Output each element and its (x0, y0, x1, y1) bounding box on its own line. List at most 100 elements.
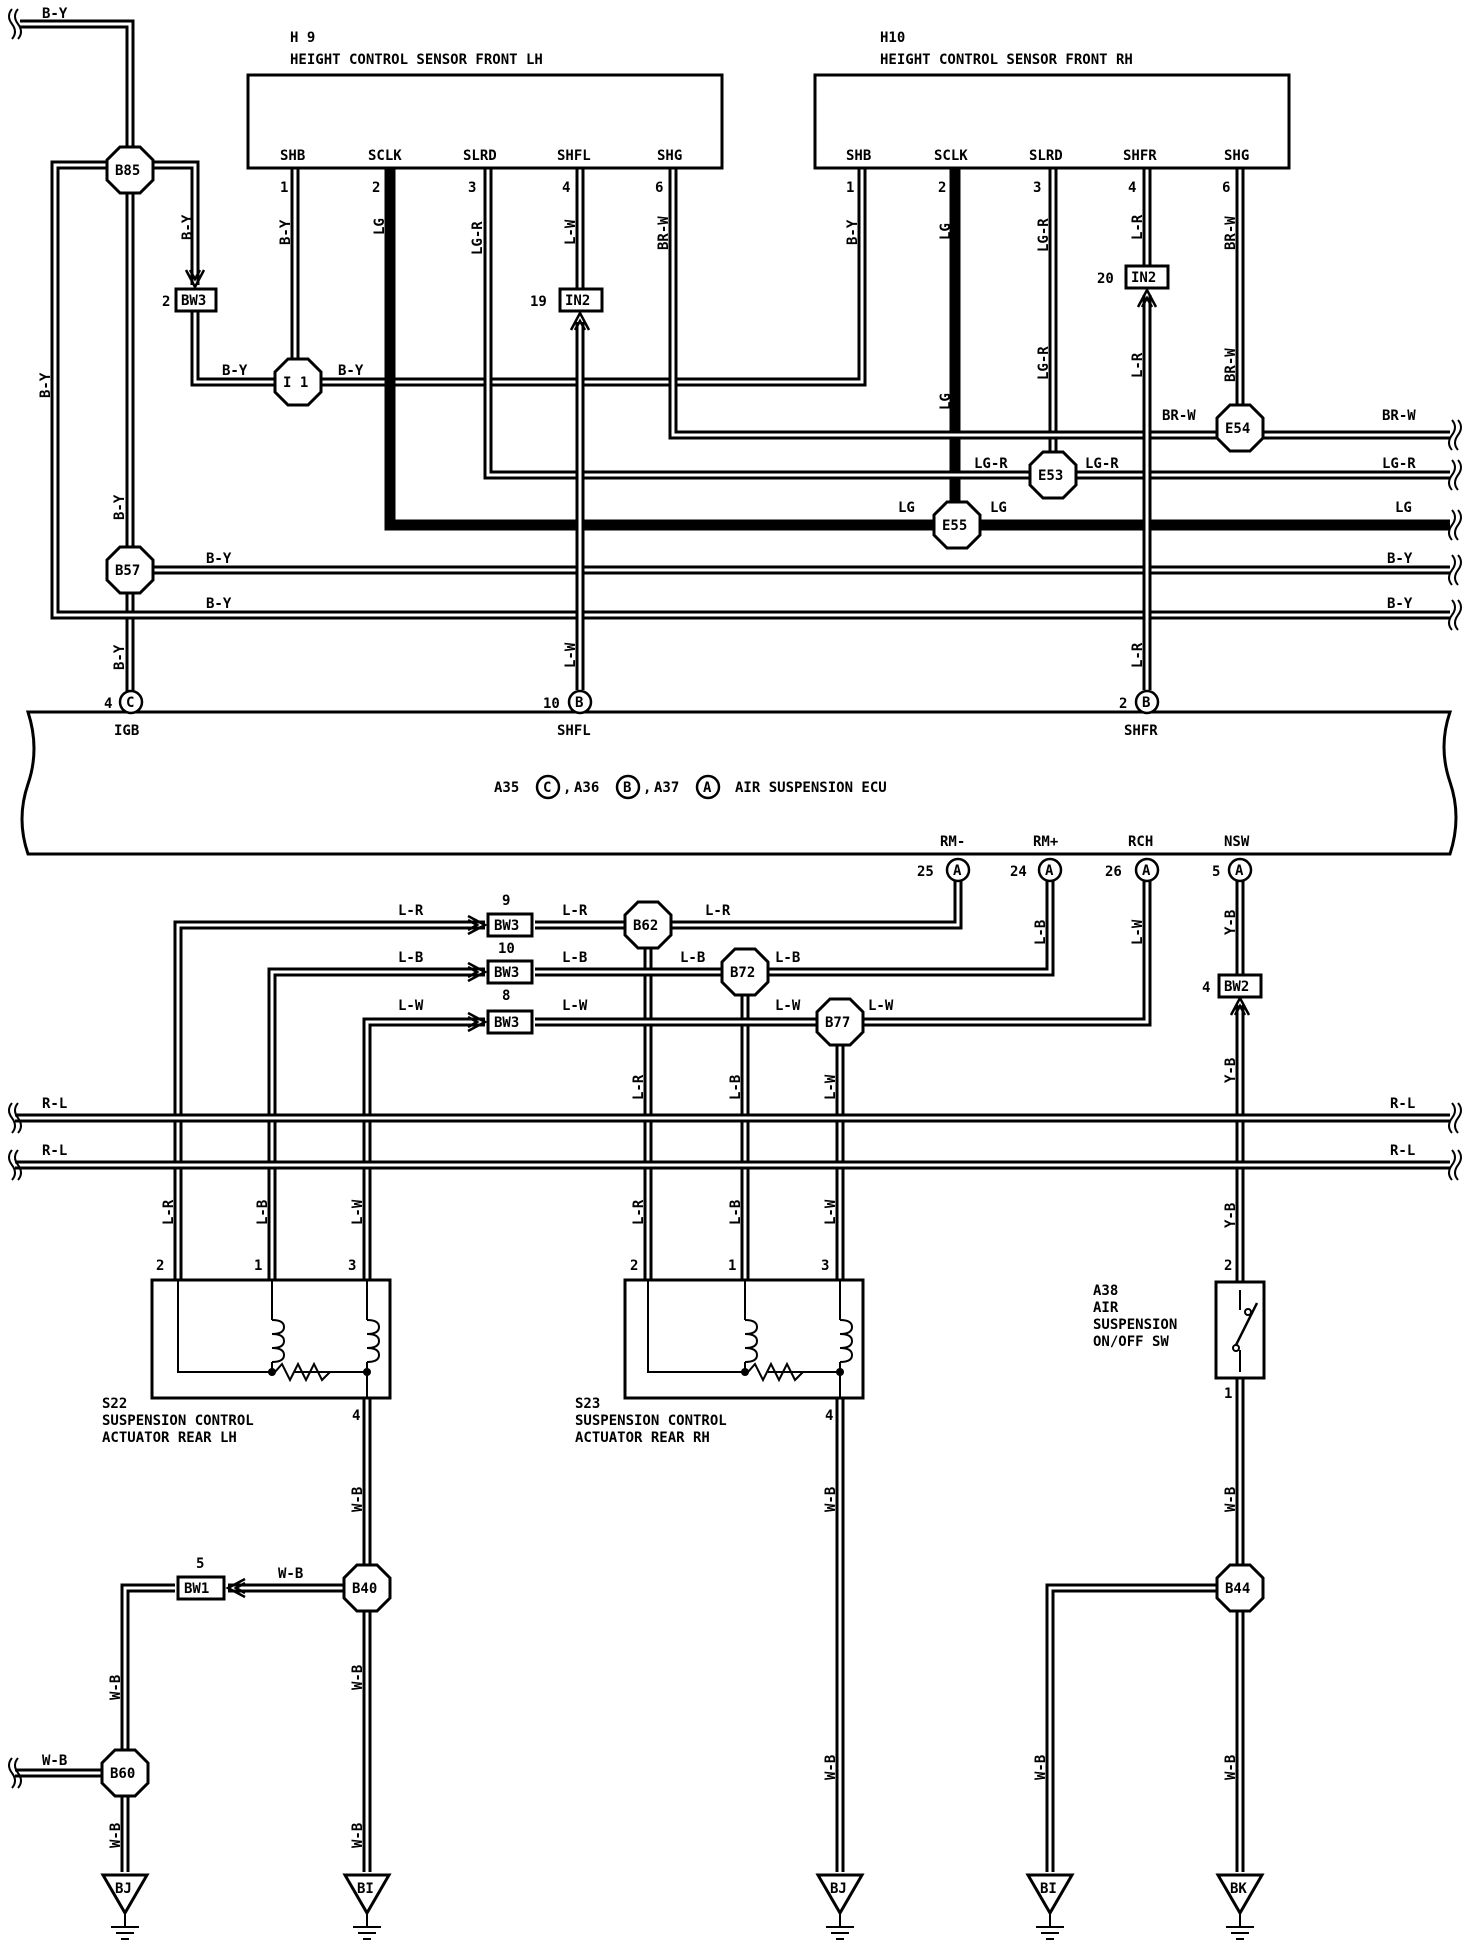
ground-icon (815, 1873, 865, 1916)
ecu-pin-rm-minus-conn: A (953, 863, 962, 879)
wire-label: LG-R (1085, 456, 1119, 472)
svg-text:,: , (563, 780, 571, 796)
wire-label: L-R (161, 1199, 177, 1225)
wire-i1-h10-shb (318, 168, 867, 387)
splice-b60: B60 (100, 1748, 150, 1798)
wire-label: W-B (823, 1755, 839, 1780)
wire-label: B-Y (112, 494, 128, 520)
arrow-up-icon (1136, 287, 1158, 308)
splice-e53-label: E53 (1038, 468, 1063, 484)
wire-label: LG (938, 223, 954, 240)
ground-bj-left: BJ (100, 1873, 150, 1940)
wire-label: Y-B (1223, 910, 1239, 935)
wire-label: B-Y (112, 644, 128, 670)
wire-rch (862, 880, 1152, 1027)
wire-label: BR-W (1382, 408, 1416, 424)
splice-b44: B44 (1215, 1563, 1265, 1613)
wire-label: LG (938, 393, 954, 410)
coil-icon (744, 1319, 759, 1363)
sensor-lh-num-6: 6 (655, 180, 663, 196)
sensor-lh-num-1: 1 (280, 180, 288, 196)
junction-in2-rh-label: IN2 (1131, 270, 1156, 286)
sensor-rh-title: HEIGHT CONTROL SENSOR FRONT RH (880, 52, 1133, 68)
sensor-rh-pin-shfr: SHFR (1123, 148, 1157, 164)
ecu-pin-rm-plus-circle (1037, 857, 1063, 883)
arrow-right-icon (467, 914, 488, 936)
wire-label: L-W (563, 642, 579, 668)
ecu-pin-rch-circle (1134, 857, 1160, 883)
junction-bw3-8-box (486, 1009, 534, 1035)
splice-b77: B77 (815, 997, 865, 1047)
ecu-pin-shfr-circle (1134, 689, 1160, 715)
arrow-right-icon (467, 961, 488, 983)
ecu-pin-rm-plus-name: RM+ (1033, 834, 1058, 850)
junction-bw3-top: 2 BW3 (162, 269, 218, 313)
junction-bw1-label: BW1 (184, 1581, 209, 1597)
ecu-pin-nsw-name: NSW (1224, 834, 1250, 850)
splice-b57-label: B57 (115, 563, 140, 579)
ecu-pin-rm-minus-num: 25 (917, 864, 934, 880)
sensor-rh-pin-shb: SHB (846, 148, 871, 164)
splice-e54-label: E54 (1225, 421, 1250, 437)
sensor-lh-pin-shg: SHG (657, 148, 682, 164)
wire-label: L-R (562, 903, 588, 919)
ecu-pin-shfl-num: 10 (543, 696, 560, 712)
wire-label: B-Y (1387, 596, 1413, 612)
wire-label: W-B (350, 1665, 366, 1690)
wire-label: W-B (108, 1675, 124, 1700)
ecu-pin-shfl-circle (567, 689, 593, 715)
wire-label: B-Y (1387, 551, 1413, 567)
ecu-pin-rm-minus: RM- 25 A (917, 834, 971, 883)
ecu-pin-rm-plus: RM+ 24 A (1010, 834, 1063, 883)
sensor-lh-pin-shb: SHB (280, 148, 305, 164)
wire-label: LG (372, 218, 388, 235)
arrow-down-icon (184, 269, 206, 290)
wire-label: L-W (398, 998, 424, 1014)
junction-bw3-8-label: BW3 (494, 1015, 519, 1031)
wire-label: L-W (562, 998, 588, 1014)
actuator-rh-pin-4: 4 (825, 1408, 833, 1424)
wire-rm-plus (768, 880, 1055, 977)
wire-label: L-R (631, 1199, 647, 1225)
ground-bi-left-label: BI (357, 1881, 374, 1897)
splice-i1: I 1 (273, 357, 323, 407)
splice-points: B85 I 1 B57 E54 E53 E55 B62 B72 (100, 145, 1265, 1798)
wire-label: B-Y (222, 363, 248, 379)
ecu-pin-shfl-conn: B (575, 695, 583, 711)
ground-bi-left: BI (342, 1873, 392, 1940)
wire-label: L-B (728, 1075, 744, 1100)
wire-label: Y-B (1223, 1058, 1239, 1083)
wire-label: L-B (398, 950, 423, 966)
ecu-pin-shfr-num: 2 (1119, 696, 1127, 712)
wire-label: W-B (350, 1487, 366, 1512)
junction-bw3-10-label: BW3 (494, 965, 519, 981)
wire-label: LG-R (974, 456, 1008, 472)
splice-i1-label: I 1 (283, 375, 308, 391)
wire-label: L-R (1130, 214, 1146, 240)
junction-bw3-9-box (486, 912, 534, 938)
coil-icon (271, 1319, 286, 1363)
actuator-rh-line2: ACTUATOR REAR RH (575, 1430, 710, 1446)
sensor-lh-num-2: 2 (372, 180, 380, 196)
junction-bw2: 4 BW2 (1202, 973, 1263, 1016)
junction-in2-lh-pin: 19 (530, 294, 547, 310)
sensor-lh-num-3: 3 (468, 180, 476, 196)
junction-bw3-10-pin: 10 (498, 941, 515, 957)
junction-in2-lh-label: IN2 (565, 293, 590, 309)
wire-label: B-Y (42, 6, 68, 22)
wire-label: L-B (255, 1200, 271, 1225)
arrow-up-icon (569, 310, 591, 331)
splice-b40: B40 (342, 1563, 392, 1613)
junction-in2-rh: 20 IN2 (1097, 264, 1170, 308)
wire-label: W-B (823, 1487, 839, 1512)
junction-connectors: 2 BW3 19 IN2 20 IN2 9 BW3 10 (162, 264, 1263, 1601)
ecu-pin-rch-name: RCH (1128, 834, 1153, 850)
sensor-rh-pin-shg: SHG (1224, 148, 1249, 164)
ecu-ref-a36: A36 (574, 780, 599, 796)
wire-h9-slrd (483, 168, 1030, 480)
wire-label: L-B (1033, 920, 1049, 945)
actuator-lh-pin-1: 1 (254, 1258, 262, 1274)
actuator-lh-line1: SUSPENSION CONTROL (102, 1413, 254, 1429)
actuator-rh-pin-2: 2 (630, 1258, 638, 1274)
junction-in2-rh-pin: 20 (1097, 271, 1114, 287)
